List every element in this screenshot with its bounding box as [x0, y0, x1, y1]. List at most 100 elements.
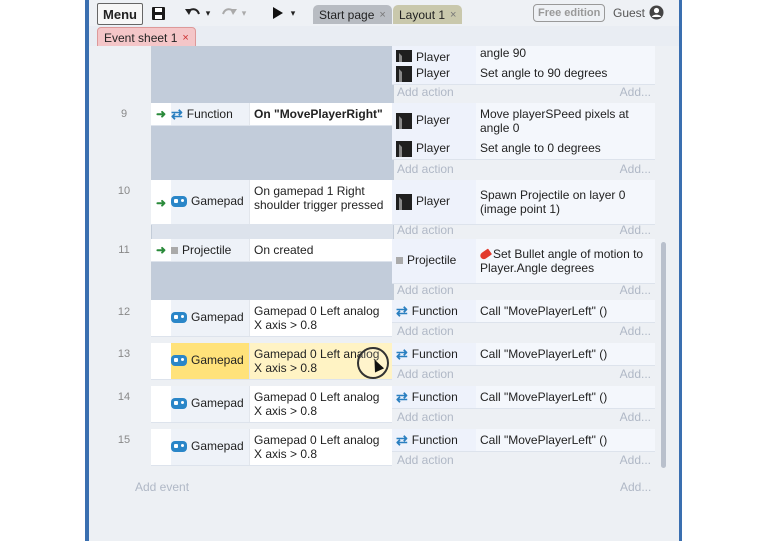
undo-dropdown-icon[interactable]: ▾	[205, 7, 211, 18]
condition-object[interactable]: Gamepad	[171, 300, 249, 336]
condition-row[interactable]: Gamepad Gamepad 0 Left analog X axis > 0…	[151, 386, 392, 423]
add-more-link[interactable]: Add...	[620, 480, 652, 494]
add-action-row[interactable]: Add action Add...	[392, 222, 655, 238]
action-text[interactable]: Set Bullet angle of motion to Player.Ang…	[476, 239, 655, 283]
tab-event-sheet-1[interactable]: Event sheet 1 ×	[97, 27, 196, 48]
action-object[interactable]: Player	[392, 137, 476, 159]
action-row[interactable]: ⇄ Function Call "MovePlayerLeft" ()	[392, 343, 655, 366]
play-icon[interactable]	[270, 3, 284, 23]
add-action-row[interactable]: Add action Add...	[392, 409, 655, 425]
action-text[interactable]: Spawn Projectile on layer 0 (image point…	[476, 180, 655, 224]
action-row[interactable]: ⇄ Function Call "MovePlayerLeft" ()	[392, 386, 655, 409]
event-sheet[interactable]: Player angle 90 Player Set angle to 90 d…	[89, 46, 679, 541]
add-action-row[interactable]: Add action Add...	[392, 366, 655, 382]
action-row[interactable]: Player Set angle to 0 degrees	[392, 137, 655, 160]
event-number: 13	[117, 348, 131, 360]
condition-text[interactable]: On gamepad 1 Right shoulder trigger pres…	[249, 180, 392, 224]
condition-object[interactable]: Gamepad	[171, 429, 249, 465]
redo-dropdown-icon[interactable]: ▾	[241, 7, 247, 18]
undo-icon[interactable]	[183, 3, 203, 23]
add-more-link[interactable]: Add...	[619, 324, 651, 338]
add-action-row[interactable]: Add action Add...	[392, 282, 655, 298]
add-action-row[interactable]: Add action Add...	[392, 161, 655, 177]
condition-object[interactable]: Gamepad	[171, 180, 249, 224]
tab-layout-1[interactable]: Layout 1 ×	[393, 5, 463, 24]
action-row[interactable]: Player Move playerSPeed pixels at angle …	[392, 103, 655, 138]
action-text[interactable]: Set angle to 90 degrees	[476, 62, 655, 84]
action-text[interactable]: Move playerSPeed pixels at angle 0	[476, 103, 655, 137]
action-text[interactable]: Call "MovePlayerLeft" ()	[476, 386, 655, 408]
add-event-link[interactable]: Add event	[135, 480, 190, 494]
condition-text[interactable]: Gamepad 0 Left analog X axis > 0.8	[249, 300, 392, 336]
add-action-link[interactable]: Add action	[397, 223, 454, 237]
add-action-link[interactable]: Add action	[397, 162, 454, 176]
action-object[interactable]: Player	[392, 62, 476, 84]
action-object[interactable]: Player	[392, 46, 476, 66]
action-object[interactable]: ⇄ Function	[396, 346, 458, 362]
action-row[interactable]: Player angle 90	[392, 46, 655, 66]
condition-object[interactable]: Gamepad	[171, 343, 249, 379]
action-row[interactable]: Player Spawn Projectile on layer 0 (imag…	[392, 180, 655, 225]
condition-object[interactable]: ⇄ Function	[171, 103, 249, 125]
action-object[interactable]: ⇄ Function	[396, 389, 458, 405]
add-more-link[interactable]: Add...	[619, 283, 651, 297]
add-action-link[interactable]: Add action	[397, 410, 454, 424]
action-text[interactable]: Call "MovePlayerLeft" ()	[476, 300, 655, 322]
trigger-arrow-icon: ➜	[155, 196, 167, 210]
edition-badge[interactable]: Free edition	[533, 4, 606, 22]
add-action-link[interactable]: Add action	[397, 367, 454, 381]
close-icon[interactable]: ×	[450, 8, 457, 21]
add-more-link[interactable]: Add...	[619, 410, 651, 424]
menu-button[interactable]: Menu	[97, 3, 143, 25]
add-more-link[interactable]: Add...	[619, 162, 651, 176]
condition-row[interactable]: ➜ ⇄ Function On "MovePlayerRight"	[151, 103, 392, 126]
tab-start-page[interactable]: Start page ×	[313, 5, 392, 24]
condition-row[interactable]: ➜ Projectile On created	[151, 239, 392, 262]
action-object[interactable]: ⇄ Function	[396, 303, 458, 319]
action-text[interactable]: Call "MovePlayerLeft" ()	[476, 429, 655, 451]
close-icon[interactable]: ×	[379, 8, 386, 21]
save-icon[interactable]	[149, 3, 167, 23]
action-row[interactable]: Player Set angle to 90 degrees	[392, 62, 655, 85]
action-row[interactable]: ⇄ Function Call "MovePlayerLeft" ()	[392, 300, 655, 323]
add-more-link[interactable]: Add...	[619, 85, 651, 99]
action-object[interactable]: ⇄ Function	[396, 432, 458, 448]
action-row[interactable]: ⇄ Function Call "MovePlayerLeft" ()	[392, 429, 655, 452]
condition-row[interactable]: Gamepad Gamepad 0 Left analog X axis > 0…	[151, 300, 392, 337]
add-action-row[interactable]: Add action Add...	[392, 452, 655, 468]
condition-object[interactable]: Gamepad	[171, 386, 249, 422]
add-action-link[interactable]: Add action	[397, 283, 454, 297]
bullet-behavior-icon	[478, 248, 493, 261]
user-icon[interactable]	[649, 5, 664, 23]
condition-text[interactable]: Gamepad 0 Left analog X axis > 0.8	[249, 429, 392, 465]
action-object[interactable]: Player	[392, 180, 476, 224]
add-action-row[interactable]: Add action Add...	[392, 84, 655, 100]
condition-object[interactable]: Projectile	[171, 239, 249, 261]
window-edge-right	[679, 0, 682, 541]
add-action-link[interactable]: Add action	[397, 85, 454, 99]
redo-icon[interactable]	[219, 3, 239, 23]
action-object[interactable]: Projectile	[392, 239, 476, 283]
action-row[interactable]: Projectile Set Bullet angle of motion to…	[392, 239, 655, 284]
close-icon[interactable]: ×	[182, 31, 189, 44]
condition-row[interactable]: ➜ Gamepad On gamepad 1 Right shoulder tr…	[151, 180, 392, 225]
condition-text[interactable]: On created	[249, 239, 392, 261]
gamepad-icon	[171, 312, 187, 323]
condition-row-selected[interactable]: Gamepad Gamepad 0 Left analog X axis > 0…	[151, 343, 392, 380]
condition-text[interactable]: Gamepad 0 Left analog X axis > 0.8	[249, 386, 392, 422]
add-more-link[interactable]: Add...	[619, 223, 651, 237]
play-dropdown-icon[interactable]: ▾	[290, 7, 296, 18]
add-action-row[interactable]: Add action Add...	[392, 323, 655, 339]
add-action-link[interactable]: Add action	[397, 453, 454, 467]
condition-text[interactable]: On "MovePlayerRight"	[249, 103, 392, 125]
user-label[interactable]: Guest	[613, 6, 646, 20]
add-action-link[interactable]: Add action	[397, 324, 454, 338]
condition-row[interactable]: Gamepad Gamepad 0 Left analog X axis > 0…	[151, 429, 392, 466]
action-text[interactable]: Call "MovePlayerLeft" ()	[476, 343, 655, 365]
add-more-link[interactable]: Add...	[619, 367, 651, 381]
action-text[interactable]: angle 90	[476, 46, 655, 62]
action-object[interactable]: Player	[392, 103, 476, 137]
add-more-link[interactable]: Add...	[619, 453, 651, 467]
action-text[interactable]: Set angle to 0 degrees	[476, 137, 655, 159]
vertical-scrollbar[interactable]	[661, 242, 666, 468]
